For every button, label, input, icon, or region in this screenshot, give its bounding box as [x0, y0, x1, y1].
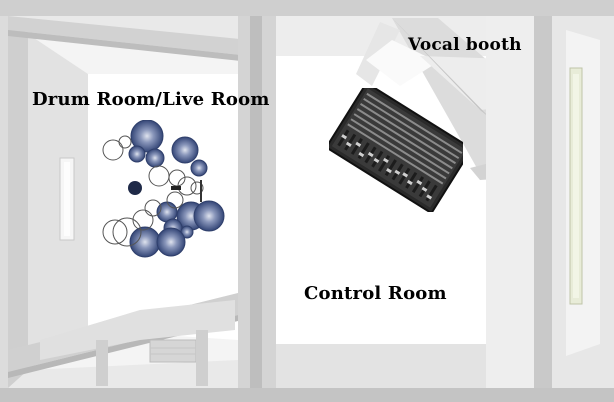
mixing-console-icon [324, 81, 474, 217]
control-room-label: Control Room [304, 283, 447, 304]
drum-room-label: Drum Room/Live Room [32, 89, 270, 110]
drum-kit-icon [91, 119, 235, 260]
vocal-booth-label: Vocal booth [408, 35, 522, 55]
